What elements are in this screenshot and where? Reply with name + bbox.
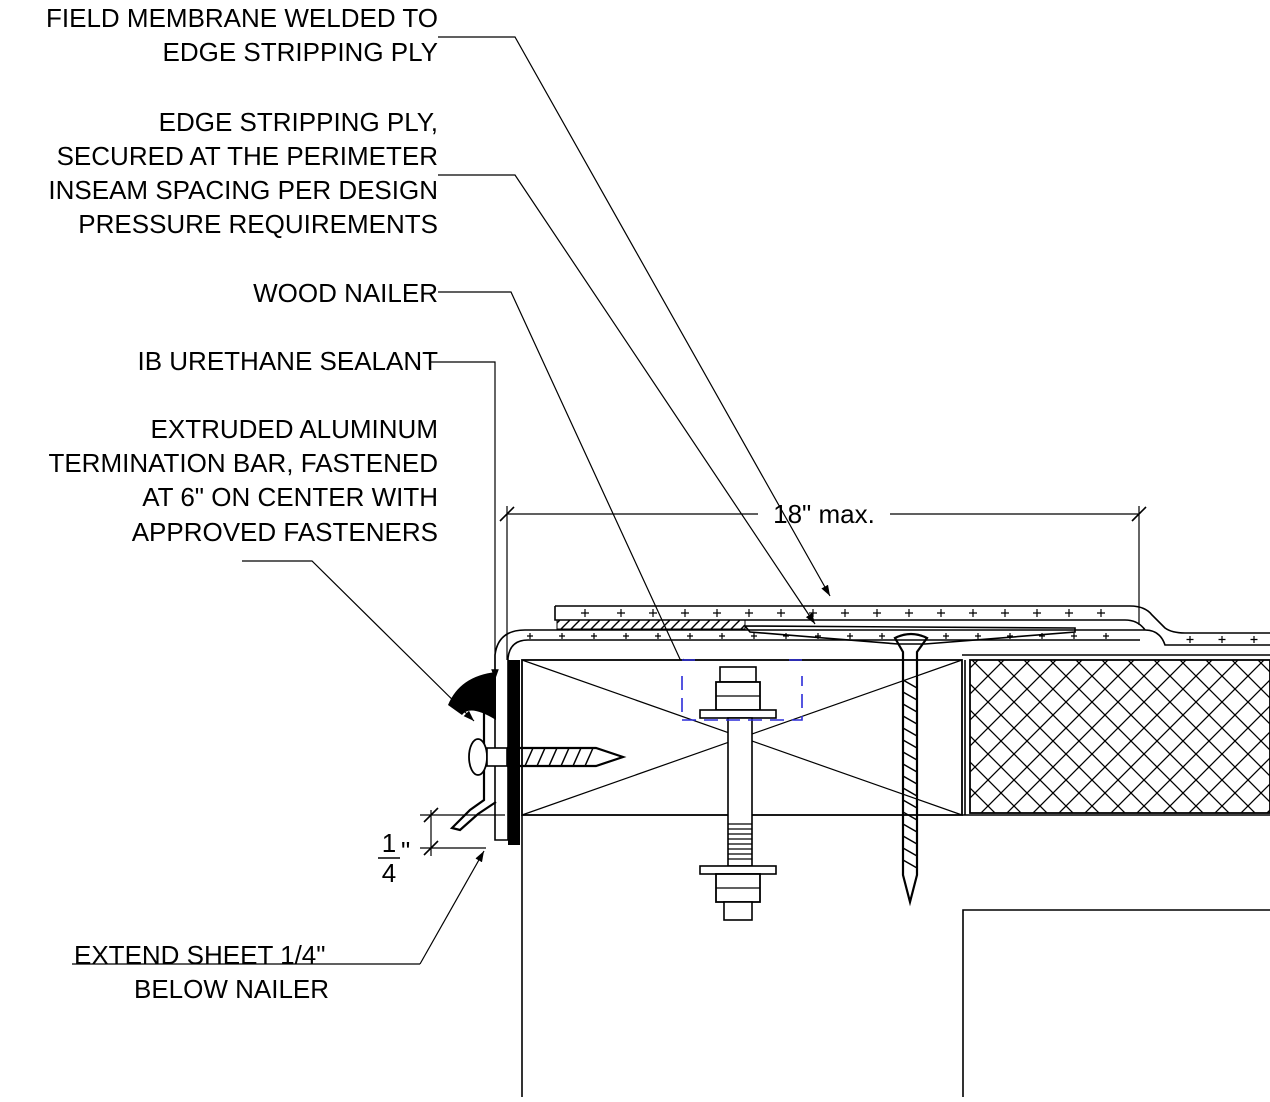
screw-threads bbox=[902, 679, 918, 869]
roof-membranes bbox=[494, 605, 1270, 841]
wall-structure bbox=[521, 815, 1270, 1097]
term-bar-screw-head bbox=[468, 738, 488, 776]
fraction-numerator: 1 bbox=[382, 828, 396, 858]
anchor-bolt bbox=[681, 659, 803, 921]
fraction-denominator: 4 bbox=[382, 858, 396, 888]
edge-strip-label-line1: EDGE STRIPPING PLY, bbox=[159, 107, 438, 137]
bolt-washer-bottom bbox=[699, 865, 777, 875]
dim-tick-left bbox=[499, 506, 515, 522]
insulation bbox=[962, 654, 1270, 816]
span-dimension-text: 18" max. bbox=[773, 499, 875, 529]
term-bar-label-line1: EXTRUDED ALUMINUM bbox=[151, 414, 438, 444]
bolt-threads bbox=[728, 823, 752, 860]
field-membrane-bottom bbox=[554, 606, 1146, 631]
insulation-board bbox=[969, 659, 1270, 814]
termination-bar-profile bbox=[449, 676, 497, 832]
field-membrane-leader bbox=[438, 36, 831, 597]
urethane-sealant-bead bbox=[448, 672, 496, 720]
dim-tick-right bbox=[1131, 506, 1147, 522]
wood-nailer-leader bbox=[438, 291, 686, 671]
membrane-fabric-marks bbox=[527, 609, 1258, 643]
extend-sheet-label-line1: EXTEND SHEET 1/4" bbox=[74, 940, 326, 970]
term-bar-leader bbox=[242, 560, 475, 722]
quarter-dim-tick-bottom bbox=[423, 840, 439, 856]
sealant-label: IB URETHANE SEALANT bbox=[137, 346, 438, 376]
seam-plate bbox=[743, 625, 1076, 645]
term-bar-label-line2: TERMINATION BAR, FASTENED bbox=[48, 448, 438, 478]
field-membrane-top bbox=[555, 605, 1270, 634]
field-membrane-label-line2: EDGE STRIPPING PLY bbox=[163, 37, 438, 67]
term-bar-screw-threads bbox=[524, 747, 594, 767]
callout-text-group: FIELD MEMBRANE WELDED TO EDGE STRIPPING … bbox=[46, 3, 438, 547]
interior-structure-outline bbox=[962, 909, 1270, 1097]
seam-fastener-screw bbox=[893, 632, 929, 907]
term-bar-label-line3: AT 6" ON CENTER WITH bbox=[142, 482, 438, 512]
weld-strip-hatch bbox=[556, 619, 746, 630]
leader-lines bbox=[72, 36, 831, 965]
edge-sheet-face bbox=[508, 660, 520, 845]
termination-bar-lip bbox=[463, 679, 485, 711]
sealant-leader bbox=[430, 361, 499, 680]
bolt-tip bbox=[719, 666, 757, 683]
counterbore-outline bbox=[681, 676, 803, 721]
extend-sheet-label-line2: BELOW NAILER bbox=[134, 974, 329, 1004]
edge-strip-label-line4: PRESSURE REQUIREMENTS bbox=[78, 209, 438, 239]
quarter-inch-dimension: 1 4 " bbox=[378, 807, 505, 888]
edge-strip-label-line2: SECURED AT THE PERIMETER bbox=[57, 141, 438, 171]
screw-body bbox=[893, 632, 929, 907]
extend-sheet-leader bbox=[419, 850, 485, 965]
fraction-unit: " bbox=[401, 836, 410, 866]
field-membrane-label-line1: FIELD MEMBRANE WELDED TO bbox=[46, 3, 438, 33]
edge-strip-leader bbox=[438, 174, 816, 625]
edge-strip-label-line3: INSEAM SPACING PER DESIGN bbox=[48, 175, 438, 205]
term-bar-label-line4: APPROVED FASTENERS bbox=[132, 517, 438, 547]
termination-bar-assembly bbox=[448, 660, 627, 845]
term-bar-screw-neck bbox=[486, 747, 508, 767]
wood-nailer-label: WOOD NAILER bbox=[253, 278, 438, 308]
quarter-dim-tick-top bbox=[423, 807, 439, 823]
bolt-end bbox=[723, 901, 753, 921]
term-bar-screw-shank bbox=[507, 746, 627, 768]
bolt-washer-top bbox=[699, 709, 777, 719]
edge-stripping-ply bbox=[494, 629, 1270, 841]
span-dimension: 18" max. bbox=[499, 499, 1147, 660]
